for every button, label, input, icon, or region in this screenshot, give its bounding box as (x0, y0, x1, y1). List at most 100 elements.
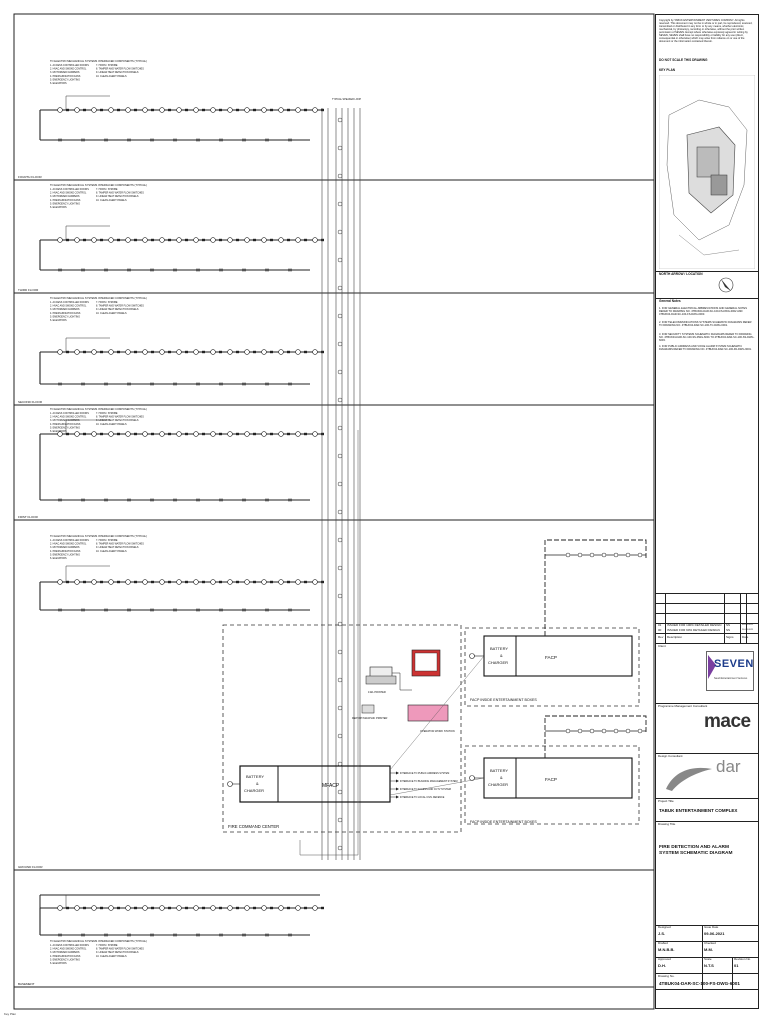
module-device (287, 432, 290, 436)
module-device (134, 432, 137, 436)
device-marker (242, 268, 246, 272)
module-device (134, 906, 137, 910)
interface-note-item: 7. HORN / STROBE (96, 944, 118, 947)
checked-value: M.M. (704, 947, 713, 952)
interface-arrow (396, 795, 399, 799)
detector-device (210, 237, 216, 243)
interface-note-item: 5. EMERGENCY LIGHTING (50, 426, 80, 429)
module-device (83, 432, 86, 436)
interface-note-item: 9. LINEAR HEAT DETECTION PANELS (96, 71, 139, 74)
interface-note-item: 6. ELEVATORS (50, 557, 67, 560)
detector-device (278, 107, 284, 113)
module-device (253, 580, 256, 584)
rev-label: Revision No. (734, 957, 752, 961)
device-marker (265, 933, 269, 937)
device-marker (196, 933, 200, 937)
device-marker (173, 268, 177, 272)
speaker-device (337, 537, 343, 543)
device-marker (127, 268, 131, 272)
interface-note-item: 2. HVAC AND SMOKE CONTROL (50, 192, 87, 195)
detector-device (74, 349, 80, 355)
detector-device (57, 905, 63, 911)
module-device (100, 108, 103, 112)
module-device (83, 108, 86, 112)
interface-note-title: TO ELECTRO MECHANICAL SYSTEMS INTERFACED… (50, 939, 147, 943)
speaker-device (337, 565, 343, 571)
module-device (304, 580, 307, 584)
mfacp-battery-label: & (256, 781, 259, 786)
client-label: Client (658, 644, 666, 648)
module-device (117, 350, 120, 354)
module-device (117, 238, 120, 242)
detector-device (125, 431, 131, 437)
speaker-device (337, 677, 343, 683)
detector-device (193, 431, 199, 437)
device-marker (104, 608, 108, 612)
speaker-device (337, 229, 343, 235)
interface-note-item: 5. EMERGENCY LIGHTING (50, 958, 80, 961)
detector-device (125, 905, 131, 911)
panel-ground-icon (227, 781, 233, 787)
detector-device (74, 579, 80, 585)
facp-device (601, 552, 607, 558)
detector-device (142, 579, 148, 585)
device-marker (196, 382, 200, 386)
interface-note-item: 6. ELEVATORS (50, 82, 67, 85)
module-device (321, 580, 324, 584)
detector-device (176, 579, 182, 585)
module-device (287, 906, 290, 910)
speaker-device (337, 397, 343, 403)
module-device (253, 238, 256, 242)
detector-device (91, 905, 97, 911)
interface-note-item: 10. CLEAN AGENT PANELS (96, 75, 127, 78)
detector-device (91, 107, 97, 113)
module-device (185, 350, 188, 354)
detector-device (278, 579, 284, 585)
detector-device (142, 107, 148, 113)
module-device (202, 350, 205, 354)
facp-device (613, 728, 619, 734)
module-device (236, 108, 239, 112)
riser-label: TYPICAL SPEAKER LOOP (332, 98, 362, 101)
device-marker (242, 138, 246, 142)
facp-device (577, 728, 583, 734)
interface-note-item: 1. ACCESS CONTROLLED DOORS (50, 301, 89, 304)
rev-header-rev: Rev (658, 635, 664, 639)
module-device (304, 108, 307, 112)
interface-note-item: 3. MOTORIZED DAMPERS (50, 195, 80, 198)
detector-device (227, 431, 233, 437)
operator-label: OPERATOR WORK STATION (420, 729, 455, 733)
speaker-device (337, 313, 343, 319)
module-device (304, 238, 307, 242)
scale-label: Scale (704, 957, 712, 961)
seven-logo (706, 651, 754, 691)
mfacp-label: MFACP (322, 783, 340, 789)
detector-device (227, 905, 233, 911)
detector-device (74, 107, 80, 113)
interface-label: INTERFACE TO PUBLIC ADDRESS SYSTEM (400, 772, 449, 775)
speaker-device (337, 705, 343, 711)
device-marker (219, 382, 223, 386)
device-marker (242, 498, 246, 502)
floor-label: FOURTH FLOOR (18, 175, 42, 179)
detector-device (108, 349, 114, 355)
module-device (151, 238, 154, 242)
detector-device (261, 107, 267, 113)
interface-note-item: 8. TAMPER AND WATER FLOW SWITCHES (96, 68, 144, 71)
module-device (117, 432, 120, 436)
rev-header-date: Date (742, 635, 749, 639)
interface-note-item: 4. PRESSURIZATION FANS (50, 312, 81, 315)
speaker-device (337, 481, 343, 487)
detector-device (193, 579, 199, 585)
detector-device (244, 107, 250, 113)
module-device (321, 350, 324, 354)
speaker-device (337, 173, 343, 179)
facp-device (601, 728, 607, 734)
device-marker (288, 498, 292, 502)
facp-label: FACP (545, 777, 557, 782)
project-label: Project Title (658, 799, 674, 803)
interface-note-item: 9. LINEAR HEAT DETECTION PANELS (96, 308, 139, 311)
device-marker (81, 268, 85, 272)
interface-note-item: 2. HVAC AND SMOKE CONTROL (50, 68, 87, 71)
seven-logo-mark (708, 655, 716, 679)
